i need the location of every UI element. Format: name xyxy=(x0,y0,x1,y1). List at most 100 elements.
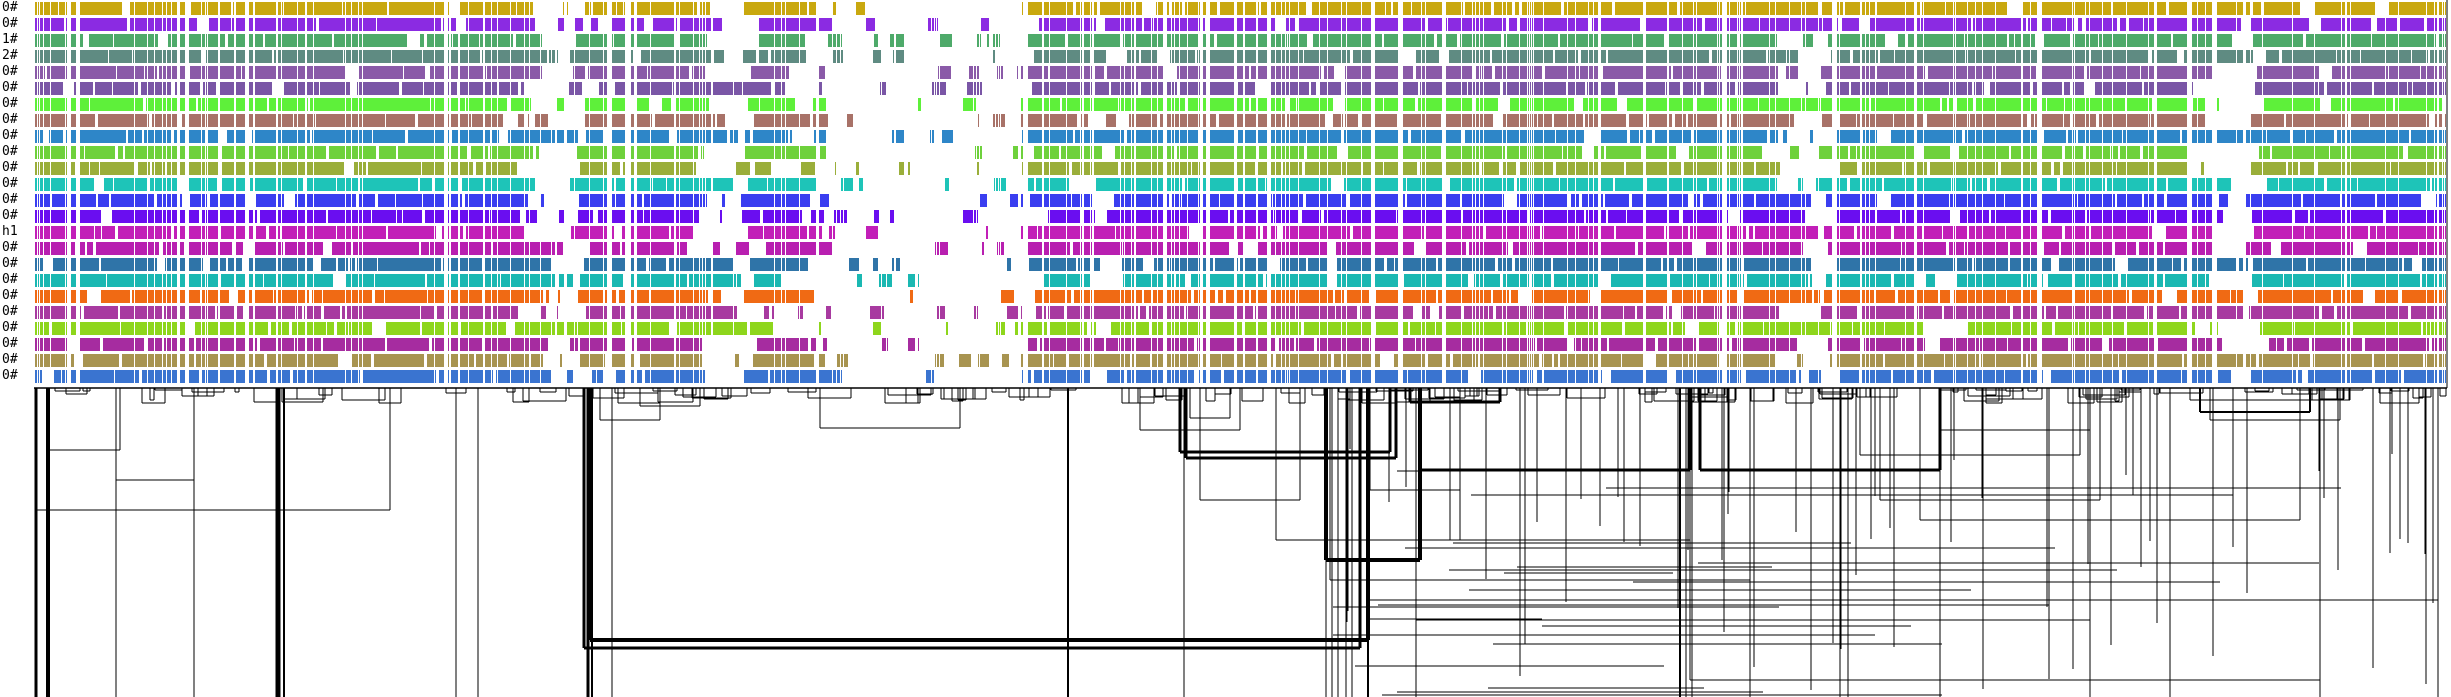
gap-column xyxy=(313,0,314,386)
alignment-block xyxy=(465,194,528,207)
alignment-block xyxy=(577,146,628,159)
alignment-block xyxy=(770,370,842,383)
alignment-block xyxy=(1177,66,1249,79)
alignment-block xyxy=(653,18,677,31)
alignment-block xyxy=(1230,210,1273,223)
gap-column xyxy=(650,0,651,386)
alignment-block xyxy=(1560,34,1632,47)
alignment-block xyxy=(402,82,423,95)
alignment-block xyxy=(938,66,951,79)
alignment-block xyxy=(510,98,531,111)
alignment-block xyxy=(764,306,769,319)
alignment-block xyxy=(1176,274,1185,287)
alignment-block xyxy=(1743,194,1754,207)
alignment-block xyxy=(1251,290,1295,303)
alignment-block xyxy=(1877,66,1925,79)
alignment-block xyxy=(556,98,564,111)
alignment-block xyxy=(246,306,295,319)
alignment-block xyxy=(1747,274,1808,287)
gap-column xyxy=(2037,0,2042,386)
alignment-block xyxy=(253,242,283,255)
alignment-block xyxy=(1980,338,2007,351)
alignment-block xyxy=(344,50,391,63)
alignment-block xyxy=(592,370,596,383)
alignment-block xyxy=(2037,66,2084,79)
alignment-block xyxy=(84,306,118,319)
gap-column xyxy=(1472,0,1473,386)
alignment-block xyxy=(2193,98,2206,111)
alignment-block xyxy=(466,98,507,111)
alignment-block xyxy=(1410,322,1435,335)
alignment-block xyxy=(2048,274,2072,287)
alignment-block xyxy=(674,98,709,111)
alignment-block xyxy=(757,338,808,351)
alignment-block xyxy=(1786,66,1798,79)
alignment-block xyxy=(354,162,366,175)
alignment-block xyxy=(644,210,699,223)
gap-column xyxy=(1668,0,1669,386)
alignment-block xyxy=(1152,322,1201,335)
alignment-block xyxy=(256,226,266,239)
alignment-block xyxy=(1608,50,1644,63)
alignment-block xyxy=(2065,226,2089,239)
alignment-block xyxy=(578,322,621,335)
alignment-block xyxy=(312,130,372,143)
track-label: 0# xyxy=(2,160,18,175)
alignment-block xyxy=(580,338,631,351)
alignment-block xyxy=(267,354,338,367)
gap-column xyxy=(1593,0,1594,386)
gap-column xyxy=(2341,0,2342,386)
alignment-block xyxy=(1333,114,1343,127)
alignment-block xyxy=(296,306,302,319)
alignment-block xyxy=(2374,82,2407,95)
alignment-block xyxy=(1453,354,1478,367)
alignment-block xyxy=(1894,226,1922,239)
alignment-block xyxy=(1957,98,1973,111)
alignment-block xyxy=(1669,146,1676,159)
alignment-block xyxy=(293,370,360,383)
gap-column xyxy=(674,0,675,386)
alignment-block xyxy=(360,178,418,191)
gap-column xyxy=(556,0,557,386)
alignment-block xyxy=(1981,354,2026,367)
track-row xyxy=(35,226,2446,239)
gap-column xyxy=(65,0,66,386)
alignment-block xyxy=(1036,178,1069,191)
alignment-block xyxy=(1799,370,1801,383)
alignment-block xyxy=(1202,226,1260,239)
alignment-block xyxy=(1853,322,1884,335)
alignment-block xyxy=(1475,66,1481,79)
alignment-block xyxy=(2377,18,2397,31)
alignment-block xyxy=(2010,242,2042,255)
alignment-block xyxy=(669,258,734,271)
alignment-block xyxy=(2350,114,2369,127)
alignment-block xyxy=(1274,210,1299,223)
alignment-block xyxy=(227,130,235,143)
gap-column xyxy=(1955,0,1956,386)
alignment-block xyxy=(1976,98,2046,111)
alignment-block xyxy=(1908,34,1964,47)
alignment-block xyxy=(1238,178,1265,191)
alignment-block xyxy=(2156,2,2166,15)
alignment-block xyxy=(1860,306,1918,319)
alignment-block xyxy=(2395,98,2442,111)
alignment-block xyxy=(439,370,493,383)
alignment-block xyxy=(2375,290,2399,303)
gap-column xyxy=(781,0,782,386)
gap-column xyxy=(1805,0,1806,386)
alignment-block xyxy=(202,290,229,303)
alignment-block xyxy=(1746,370,1796,383)
alignment-block xyxy=(856,162,859,175)
track-label: 0# xyxy=(2,128,18,143)
alignment-block xyxy=(2147,306,2153,319)
alignment-block xyxy=(1007,258,1011,271)
track-row xyxy=(35,178,2446,191)
alignment-block xyxy=(744,2,807,15)
gap-column xyxy=(1000,0,1001,386)
alignment-block xyxy=(198,98,234,111)
track-row xyxy=(35,18,2446,31)
alignment-block xyxy=(569,82,582,95)
alignment-block xyxy=(1821,66,1876,79)
alignment-block xyxy=(2308,258,2365,271)
alignment-block xyxy=(78,162,89,175)
